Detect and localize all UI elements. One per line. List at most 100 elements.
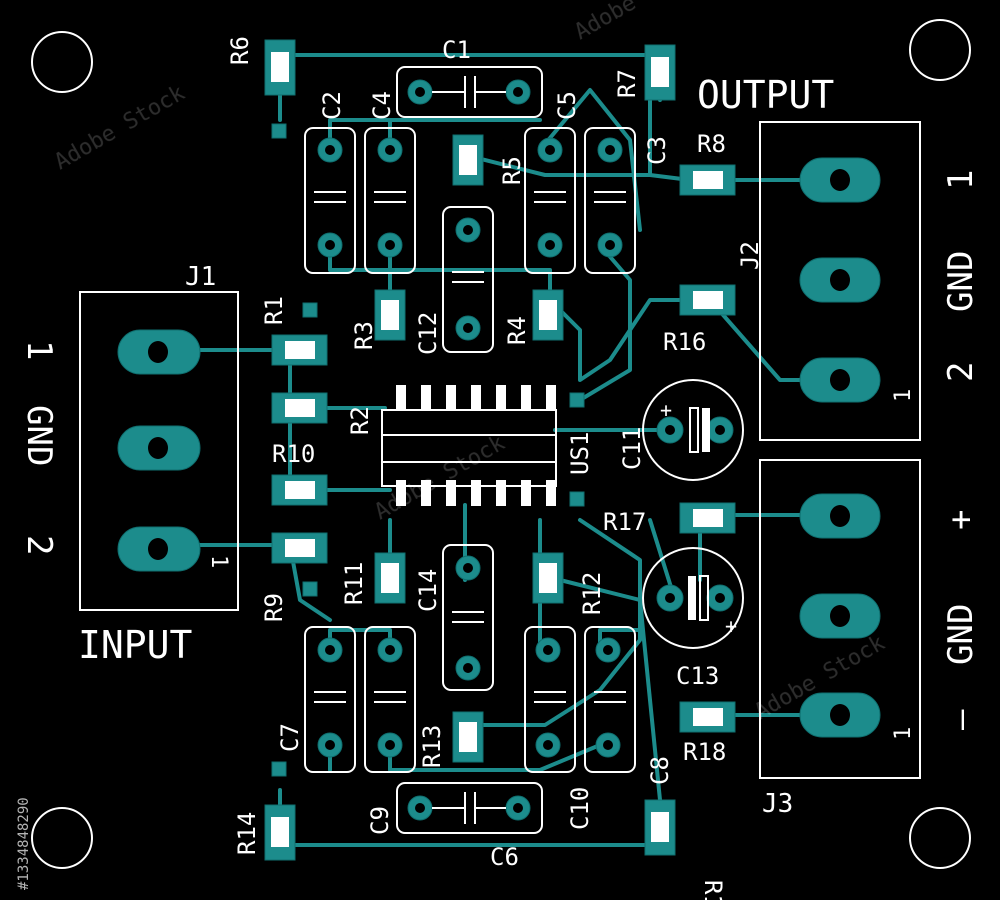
watermark-text-3: Adobe Stock (371, 431, 510, 526)
r2-label: R2 (346, 406, 374, 435)
ic-bottom-pins (396, 480, 556, 506)
r7-label: R7 (613, 69, 641, 98)
r14-label: R14 (233, 812, 261, 855)
capacitor-c11: + C11 (618, 379, 744, 481)
r4-label: R4 (503, 316, 531, 345)
resistor-r13: R13 (418, 711, 484, 768)
r9-label: R9 (260, 593, 288, 622)
j2-pin1-mark: 1 (891, 389, 916, 402)
resistor-r8: R8 (679, 130, 736, 196)
j1-pin-label-1: 1 (19, 340, 59, 360)
j1-title: INPUT (78, 623, 192, 667)
r17-label: R17 (603, 508, 646, 536)
capacitor-c9-column (364, 626, 416, 773)
resistor-r17: R17 (603, 502, 736, 536)
capacitor-c4: C4 (364, 91, 416, 274)
connector-j2: OUTPUT J2 1 GND 2 1 (697, 73, 981, 441)
r11-label: R11 (340, 562, 368, 605)
c2-label: C2 (318, 91, 346, 120)
ic-us1: US1 (381, 385, 594, 507)
c9-label: C9 (366, 806, 394, 835)
r8-label: R8 (697, 130, 726, 158)
j2-title: OUTPUT (697, 73, 834, 117)
capacitor-c8: C8 (584, 626, 674, 785)
j2-pin-label-2: 2 (941, 362, 981, 382)
capacitor-c12: C12 (414, 206, 494, 355)
mounting-hole-top-left (31, 31, 93, 93)
r18-label: R18 (683, 738, 726, 766)
c3-label: C3 (643, 136, 671, 165)
watermark-text-1: Adobe Stock (51, 81, 190, 176)
capacitor-c5: C5 (524, 91, 581, 274)
r5-label: R5 (498, 156, 526, 185)
c11-label: C11 (618, 427, 646, 470)
j2-ref: J2 (736, 241, 764, 270)
resistor-r5: R5 (452, 134, 526, 186)
r13-label: R13 (418, 725, 446, 768)
capacitor-c13: + C13 (642, 547, 744, 690)
j1-pin1-mark: 1 (206, 555, 231, 568)
watermark-text-2: Adobe Stock (571, 0, 710, 45)
r1-label: R1 (260, 296, 288, 325)
r16-label: R16 (663, 328, 706, 356)
c4-label: C4 (368, 91, 396, 120)
resistor-r4: R4 (503, 289, 564, 345)
mounting-holes (31, 19, 971, 869)
watermark-id: #1334848290 (16, 797, 32, 890)
c13-plus-mark: + (725, 614, 737, 638)
ic-top-pins (396, 385, 556, 411)
capacitor-c6: C6 (396, 782, 543, 871)
j3-pin1-mark: 1 (891, 727, 916, 740)
c7-label: C7 (276, 723, 304, 752)
resistor-r10: R10 (271, 440, 328, 506)
c1-label: C1 (442, 36, 471, 64)
resistor-r1: R1 (260, 296, 328, 366)
mounting-hole-bottom-left (31, 807, 93, 869)
c10-label: C10 (566, 787, 594, 830)
r10-label: R10 (272, 440, 315, 468)
capacitor-c14: C14 (414, 544, 494, 691)
ceramic-capacitors: C2 C4 C5 C3 (276, 36, 674, 871)
r3-label: R3 (350, 321, 378, 350)
resistor-r14: R14 (233, 761, 296, 861)
j1-pin-label-2: 2 (19, 535, 59, 555)
resistor-r9: R9 (260, 532, 328, 622)
c11-plus-mark: + (660, 398, 672, 422)
j2-pin-label-gnd: GND (941, 251, 981, 312)
j3-ref: J3 (762, 789, 793, 819)
c8-label: C8 (646, 756, 674, 785)
resistor-r18: R18 (679, 701, 736, 766)
c6-label: C6 (490, 843, 519, 871)
resistor-r6: R6 (226, 36, 296, 139)
resistor-r2: R2 (271, 392, 374, 435)
j1-ref: J1 (185, 262, 216, 292)
resistor-r16: R16 (663, 284, 736, 356)
c12-label: C12 (414, 312, 442, 355)
j2-pin-label-1: 1 (941, 170, 981, 190)
mounting-hole-bottom-right (909, 807, 971, 869)
resistor-r3: R3 (350, 289, 406, 350)
capacitor-c1: C1 (396, 36, 543, 118)
resistors: R6 R7 R5 R8 R16 R3 (226, 36, 736, 900)
ic-ref: US1 (566, 432, 594, 475)
capacitor-c2: C2 (304, 91, 356, 274)
connector-j1: J1 INPUT 1 GND 2 1 (19, 262, 239, 667)
j1-pin-label-gnd: GND (19, 405, 59, 466)
capacitor-c3: C3 (584, 127, 671, 274)
j3-pin-label-minus: – (941, 709, 981, 730)
connector-j3: J3 + GND – 1 (759, 459, 981, 819)
capacitor-c10-column (524, 626, 576, 773)
c5-label: C5 (553, 91, 581, 120)
resistor-r7: R7 (613, 44, 676, 101)
resistor-r12: R12 (532, 552, 606, 615)
mounting-hole-top-right (909, 19, 971, 81)
r15-label: R15 (699, 880, 727, 900)
c14-label: C14 (414, 569, 442, 612)
c13-label: C13 (676, 662, 719, 690)
capacitor-c7: C7 (276, 626, 356, 773)
electrolytic-capacitors: + C11 + C13 (618, 379, 744, 690)
resistor-r11: R11 (340, 552, 406, 605)
resistor-r15: R15 (644, 799, 727, 900)
j3-pin-label-plus: + (941, 510, 981, 530)
